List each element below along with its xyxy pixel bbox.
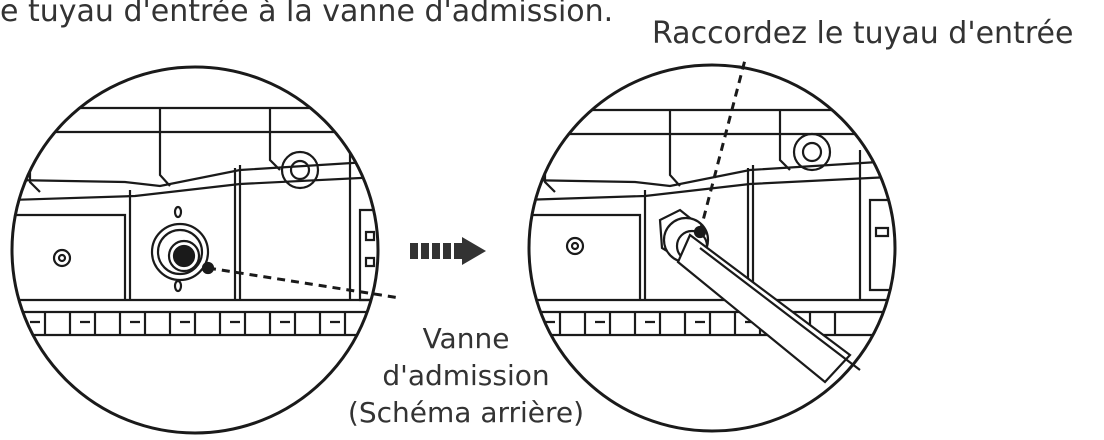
caption-line-1: Vanne (422, 322, 510, 355)
caption-line-2: d'admission (382, 359, 550, 392)
right-detail-circle (527, 55, 897, 433)
caption-line-3: (Schéma arrière) (347, 396, 585, 429)
inlet-hose (658, 208, 861, 384)
callout-connect-inlet-hose: Raccordez le tuyau d'entrée (652, 16, 1074, 51)
inlet-hose-leader (698, 55, 748, 233)
caption-intake-valve: Vanne d'admission (Schéma arrière) (316, 320, 616, 431)
arrow-right-icon (410, 237, 486, 265)
intake-valve (150, 222, 215, 282)
instruction-text: e tuyau d'entrée à la vanne d'admission. (0, 0, 614, 29)
left-detail-circle (10, 65, 401, 435)
intake-valve-leader (207, 266, 401, 300)
